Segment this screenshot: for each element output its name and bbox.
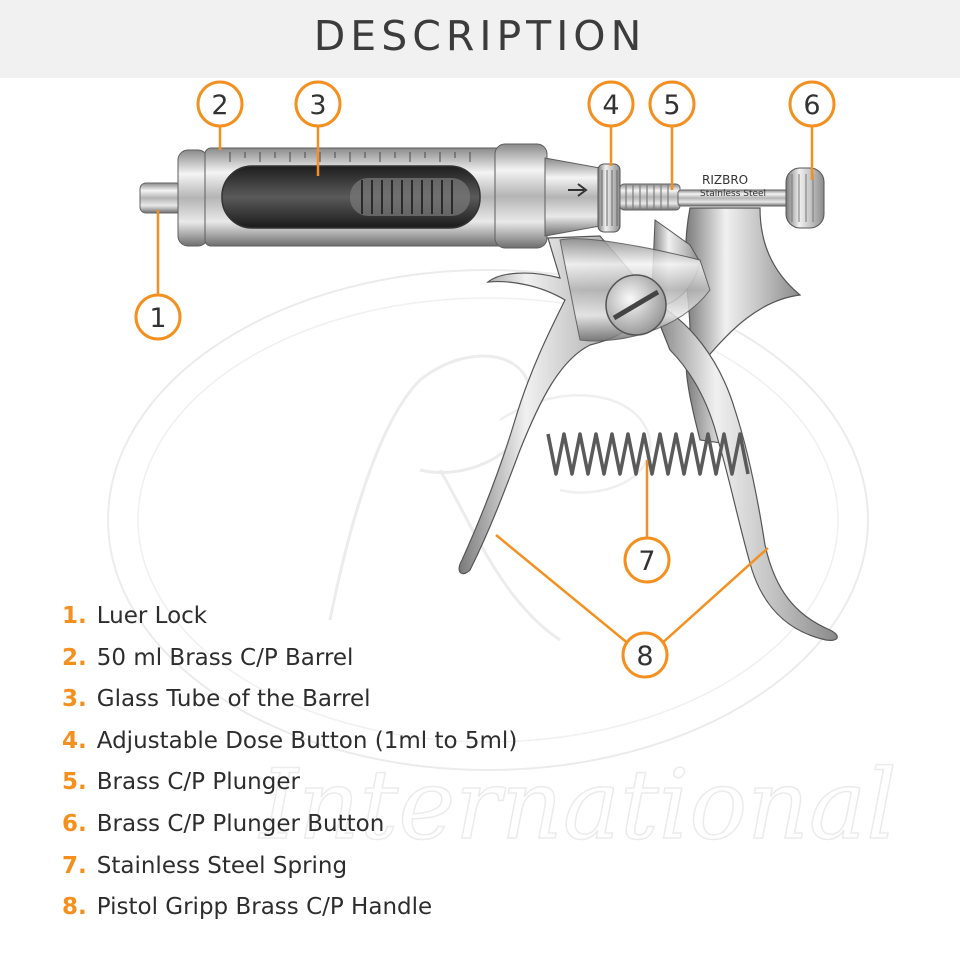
rear-frame — [684, 207, 802, 446]
leader-8b — [659, 547, 769, 646]
legend-item: 6. Brass C/P Plunger Button — [62, 804, 517, 846]
legend-item: 1. Luer Lock — [62, 596, 517, 638]
svg-text:4: 4 — [602, 90, 619, 121]
piston-highlight — [350, 178, 470, 216]
svg-text:2: 2 — [211, 90, 228, 121]
watermark: International — [107, 269, 898, 862]
barrel-assembly — [139, 143, 601, 249]
watermark-text: International — [258, 749, 897, 861]
watermark-flourish — [499, 394, 652, 494]
legend-label: Brass C/P Plunger Button — [96, 810, 385, 837]
legend-number: 3. — [62, 686, 87, 713]
luer-lock-tip — [139, 182, 183, 214]
callout-5: 5 — [648, 80, 696, 128]
handle-assembly — [458, 207, 838, 641]
page-title: DESCRIPTION — [313, 12, 647, 60]
brand-engraving: RIZBRO — [702, 173, 748, 187]
legend-item: 7. Stainless Steel Spring — [62, 846, 517, 888]
plunger-button-knurl — [791, 174, 814, 222]
parts-legend: 1. Luer Lock 2. 50 ml Brass C/P Barrel 3. G… — [62, 596, 517, 929]
legend-item: 8. Pistol Gripp Brass C/P Handle — [62, 887, 517, 929]
legend-item: 3. Glass Tube of the Barrel — [62, 679, 517, 721]
svg-text:3: 3 — [309, 90, 326, 121]
legend-item: 5. Brass C/P Plunger — [62, 762, 517, 804]
callout-8: 8 — [621, 631, 669, 679]
legend-number: 6. — [62, 810, 87, 837]
legend-label: Glass Tube of the Barrel — [96, 686, 371, 713]
callout-leaders — [156, 125, 814, 646]
piston-ribs — [361, 180, 453, 214]
barrel-collar — [494, 143, 548, 249]
leader-8a — [495, 534, 631, 646]
legend-number: 4. — [62, 727, 87, 754]
plunger-button — [785, 167, 825, 229]
material-engraving: Stainless Steel — [700, 189, 766, 199]
watermark-ring-inner — [137, 297, 839, 743]
svg-text:6: 6 — [803, 90, 820, 121]
pistol-grip-handle — [648, 298, 838, 641]
screw-slot — [612, 289, 660, 321]
callout-2: 2 — [196, 80, 244, 128]
dose-button-knurl — [601, 170, 618, 226]
legend-label: Adjustable Dose Button (1ml to 5ml) — [96, 727, 518, 754]
stainless-steel-spring — [546, 432, 750, 476]
svg-text:5: 5 — [663, 90, 680, 121]
callout-markers: 1 2 3 4 5 6 7 — [134, 80, 836, 679]
callout-1: 1 — [134, 293, 182, 341]
legend-item: 4. Adjustable Dose Button (1ml to 5ml) — [62, 721, 517, 763]
svg-text:1: 1 — [149, 303, 166, 334]
legend-number: 2. — [62, 644, 87, 671]
legend-number: 8. — [62, 894, 87, 921]
barrel-end-cap — [177, 149, 209, 247]
barrel-neck — [544, 157, 601, 237]
rod-threads — [625, 185, 669, 209]
dose-arrow-mark — [568, 183, 588, 197]
legend-label: Pistol Gripp Brass C/P Handle — [96, 894, 433, 921]
callout-6: 6 — [788, 80, 836, 128]
callout-4: 4 — [587, 80, 635, 128]
svg-text:8: 8 — [636, 641, 653, 672]
legend-label: Luer Lock — [96, 603, 208, 629]
watermark-ring-outer — [107, 269, 869, 771]
legend-number: 7. — [62, 852, 87, 879]
svg-text:7: 7 — [638, 546, 655, 577]
callout-7: 7 — [623, 536, 671, 584]
legend-label: Brass C/P Plunger — [96, 769, 300, 796]
legend-number: 1. — [62, 603, 87, 629]
watermark-r-letter — [328, 354, 561, 642]
header-bar: DESCRIPTION — [0, 0, 960, 78]
scale-ticks — [229, 152, 471, 162]
legend-label: 50 ml Brass C/P Barrel — [96, 644, 354, 671]
legend-item: 2. 50 ml Brass C/P Barrel — [62, 638, 517, 680]
legend-label: Stainless Steel Spring — [96, 852, 348, 879]
legend-number: 5. — [62, 769, 87, 796]
callout-3: 3 — [294, 80, 342, 128]
plunger-assembly: RIZBRO Stainless Steel — [597, 163, 825, 233]
